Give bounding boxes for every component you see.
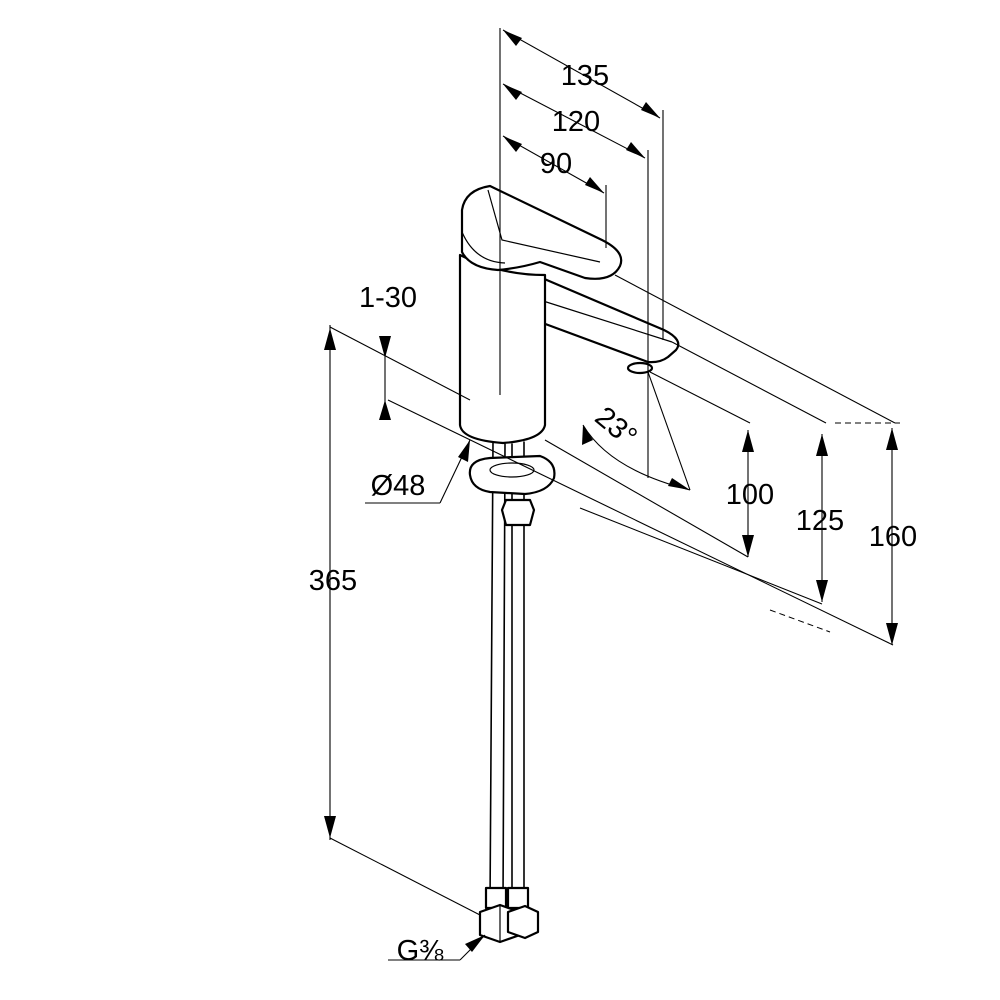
- dim-1-30-label: 1-30: [359, 282, 417, 314]
- dim-90-label: 90: [540, 148, 572, 180]
- angle-23-label: 23°: [589, 401, 643, 454]
- dim-diameter-48-label: Ø48: [371, 470, 426, 502]
- dim-100-label: 100: [726, 479, 774, 511]
- faucet-body: [458, 184, 680, 944]
- arrowheads: [324, 30, 898, 952]
- dimension-lines: [329, 28, 900, 961]
- dimension-labels: 135 120 90 1-30 Ø48 365 100 125 160 23° …: [309, 60, 917, 967]
- dim-120-label: 120: [552, 106, 600, 138]
- dim-125-label: 125: [796, 505, 844, 537]
- connection-g38-label: G⅜: [397, 935, 445, 967]
- dim-135-label: 135: [561, 60, 609, 92]
- dim-365-label: 365: [309, 565, 357, 597]
- dim-160-label: 160: [869, 521, 917, 553]
